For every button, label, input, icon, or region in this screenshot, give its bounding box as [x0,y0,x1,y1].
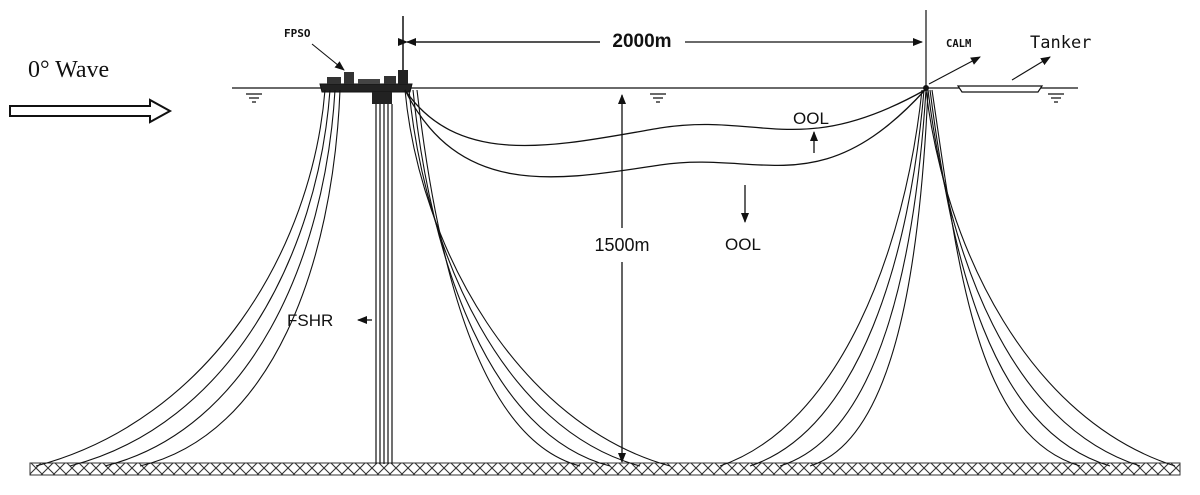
fshr-riser [375,104,393,464]
ool-lower-line [404,89,926,178]
fpso-mooring-lines-right [404,89,671,467]
tanker-pointer [1011,56,1051,81]
water-level-icon [650,93,666,103]
depth-label: 1500m [594,235,649,255]
calm-label: CALM [946,38,971,50]
ool-upper-line [404,89,926,147]
water-level-icon [246,93,262,103]
fpso-label: FPSO [284,27,311,40]
fpso-vessel [319,16,413,104]
wave-label: 0° Wave [28,57,109,83]
tanker-vessel [930,85,1044,93]
seabed [29,462,1181,476]
fshr-label: FSHR [287,311,333,330]
calm-mooring-lines-left [719,89,929,467]
fpso-mooring-lines-left [35,89,341,467]
calm-pointer [928,56,981,85]
tanker-label: Tanker [1030,33,1091,53]
fpso-pointer [311,43,345,71]
ool-upper-label: OOL [793,109,829,128]
water-level-icon [1048,93,1064,103]
calm-mooring-lines-right [925,89,1176,467]
span-label: 2000m [612,31,671,52]
ool-lower-label: OOL [725,235,761,254]
calm-buoy [923,10,929,91]
wave-arrow-icon [9,98,173,124]
offloading-lines [404,89,926,178]
